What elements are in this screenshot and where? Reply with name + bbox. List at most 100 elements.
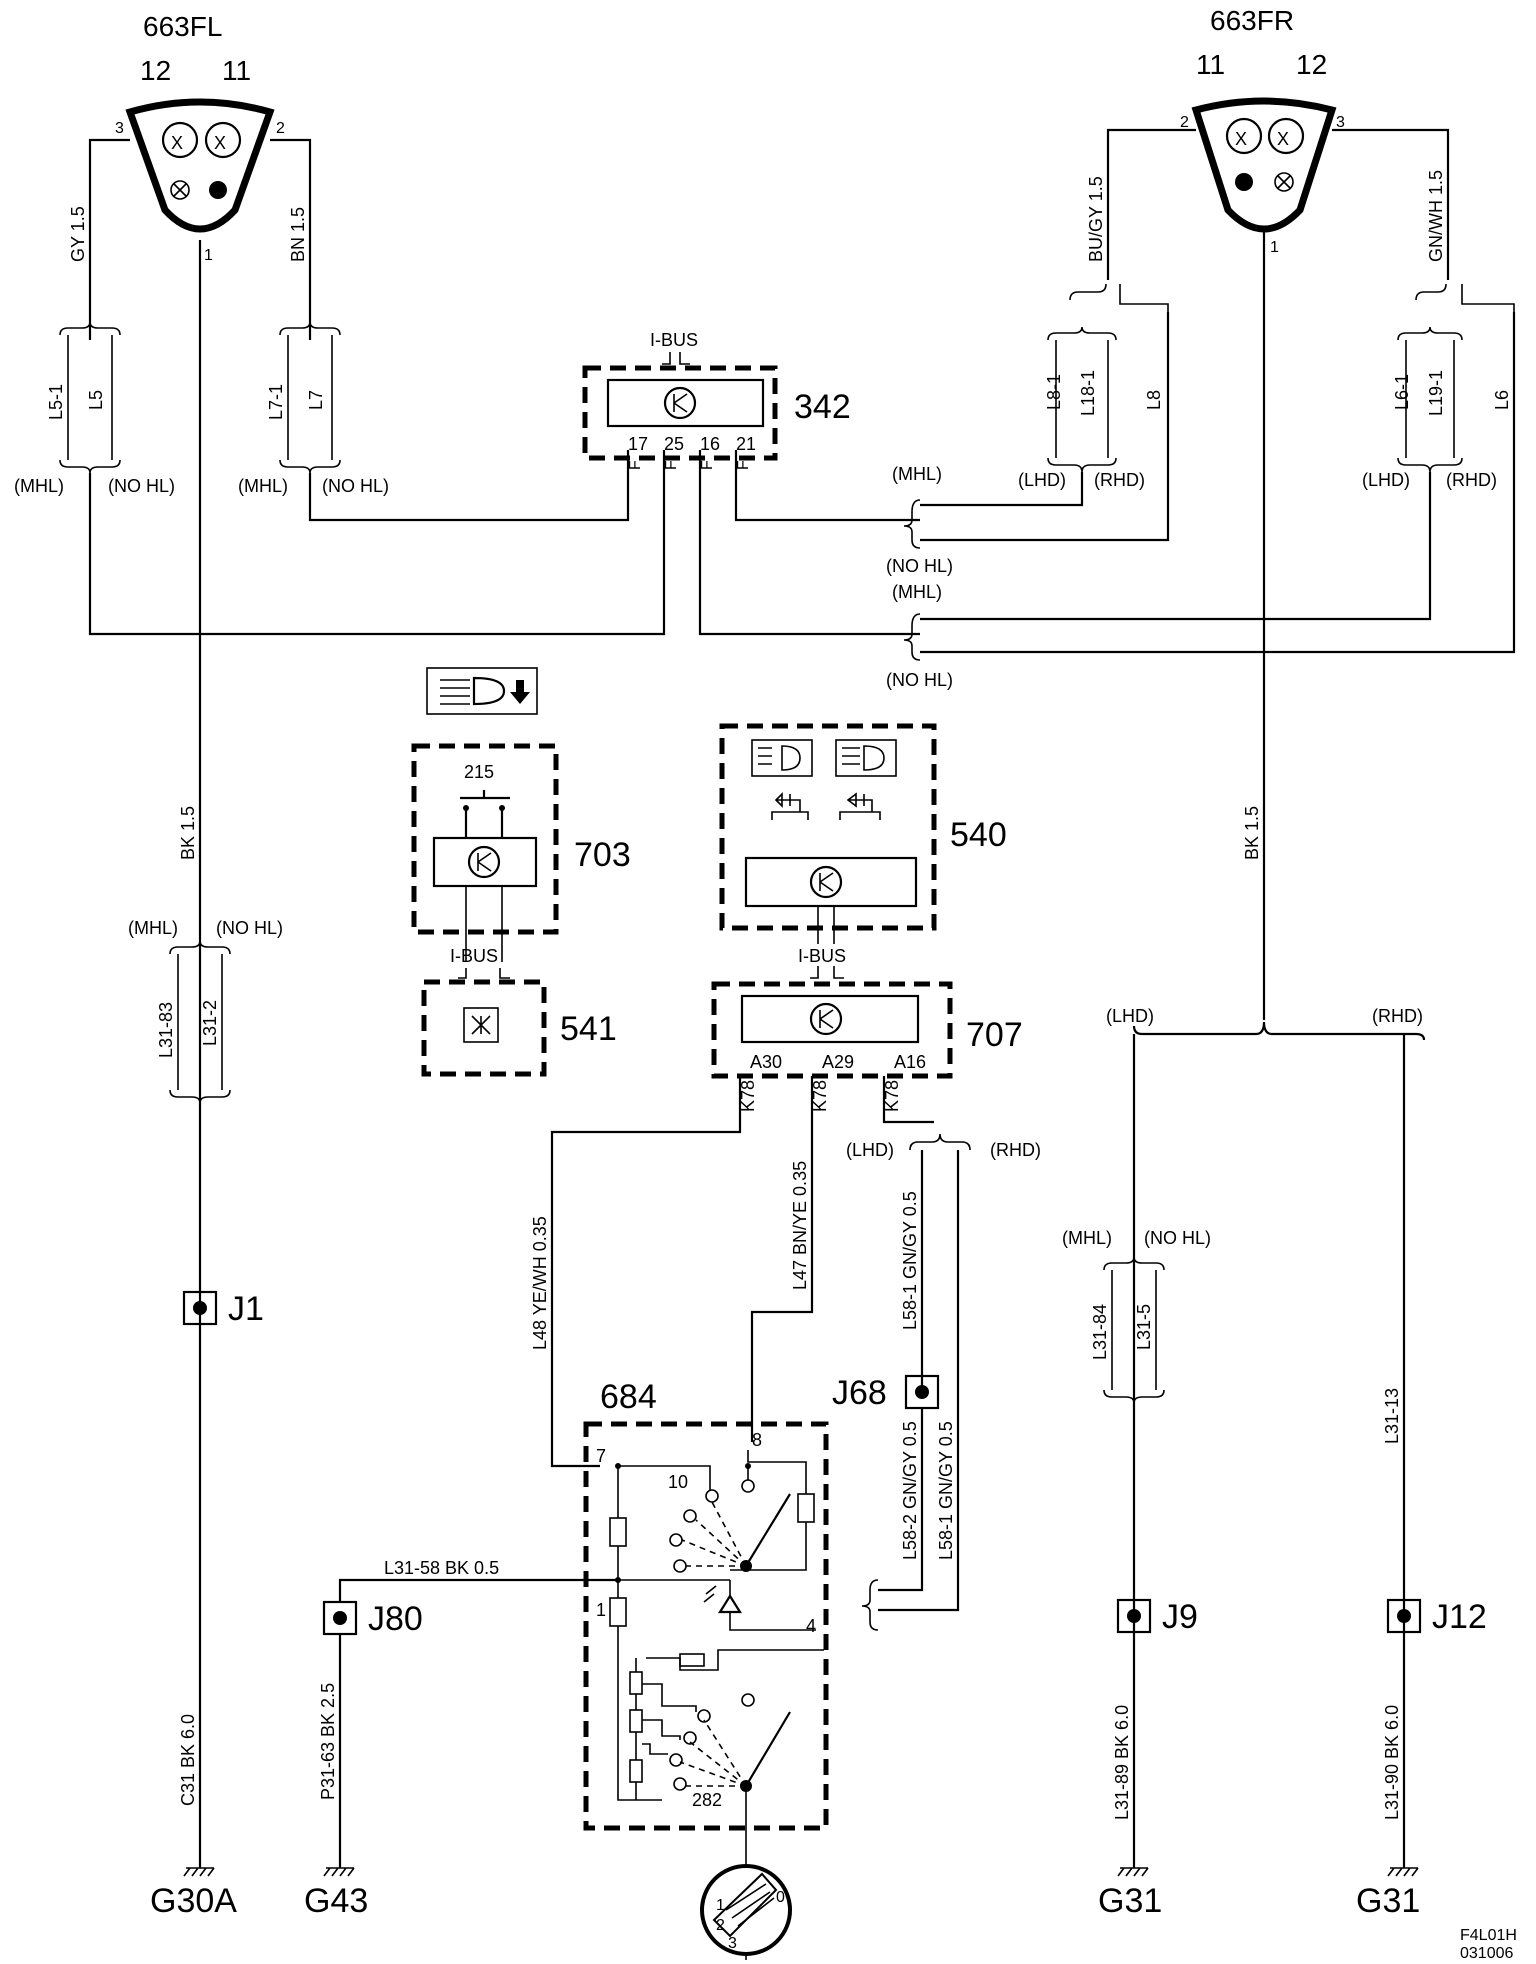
svg-text:A16: A16 <box>894 1052 926 1072</box>
svg-text:J1: J1 <box>228 1290 264 1328</box>
control-unit-342: I-BUS 342 17 25 16 21 F F F F <box>582 330 851 470</box>
svg-text:3: 3 <box>115 120 124 137</box>
transistor-icon <box>809 865 843 899</box>
wire-label: L58-1 GN/GY 0.5 <box>900 1191 920 1330</box>
svg-text:K78: K78 <box>882 1080 902 1112</box>
svg-text:(NO HL): (NO HL) <box>322 476 389 496</box>
low-beam-icon <box>751 739 813 777</box>
svg-text:J12: J12 <box>1432 1598 1487 1636</box>
svg-text:16: 16 <box>700 434 720 454</box>
svg-text:G30A: G30A <box>150 1882 237 1920</box>
wire-label: GY 1.5 <box>68 206 88 262</box>
svg-text:X: X <box>1277 129 1289 149</box>
wire-label: L47 BN/YE 0.35 <box>790 1161 810 1290</box>
wire-label: L31-89 BK 6.0 <box>1112 1705 1132 1820</box>
wire-label: L58-1 GN/GY 0.5 <box>936 1421 956 1560</box>
ground-g31: G31 <box>1356 1867 1420 1920</box>
connector-l5: L5-1 L5 (MHL) (NO HL) <box>14 321 175 496</box>
drawing-ref: F4L01H <box>1460 1927 1517 1944</box>
component-541: 541 <box>421 979 617 1077</box>
splice-j80: J80 <box>322 1600 423 1638</box>
svg-text:10: 10 <box>668 1472 688 1492</box>
svg-text:J9: J9 <box>1162 1598 1198 1636</box>
connector-l31-13: L31-13 <box>1382 1388 1402 1444</box>
connector-l8: L8-1 L18-1 L8 (LHD) (RHD) <box>1018 283 1169 490</box>
svg-text:(MHL): (MHL) <box>1062 1228 1112 1248</box>
svg-text:(LHD): (LHD) <box>1362 470 1410 490</box>
svg-text:F: F <box>735 460 752 470</box>
headlamp-right: 663FR 11 12 X X 2 3 1 <box>1180 5 1345 256</box>
svg-text:(MHL): (MHL) <box>892 464 942 484</box>
svg-text:L31-84: L31-84 <box>1090 1304 1110 1360</box>
svg-text:(NO HL): (NO HL) <box>886 670 953 690</box>
wire-label: C31 BK 6.0 <box>178 1714 198 1806</box>
svg-text:1: 1 <box>1270 239 1279 256</box>
svg-text:(MHL): (MHL) <box>892 582 942 602</box>
wire-label: GN/WH 1.5 <box>1426 170 1446 262</box>
ground-g31: G31 <box>1098 1867 1162 1920</box>
high-beam-icon <box>835 739 897 777</box>
bulb-icon <box>1267 117 1305 155</box>
svg-text:4: 4 <box>806 1616 816 1636</box>
svg-text:L5-1: L5-1 <box>46 384 66 420</box>
headlamp-left-pin-12: 12 <box>140 55 171 86</box>
bus-label: I-BUS <box>798 946 846 966</box>
bulb-icon <box>204 121 242 159</box>
svg-text:X: X <box>214 133 226 153</box>
svg-text:L18-1: L18-1 <box>1078 370 1098 416</box>
headlamp-left: 663FL 12 11 X X 3 2 1 <box>115 11 285 264</box>
svg-text:F: F <box>663 460 680 470</box>
svg-text:1: 1 <box>204 247 213 264</box>
svg-text:J68: J68 <box>832 1374 887 1412</box>
light-switch-knob-icon: 0 1 2 3 <box>700 1864 792 1956</box>
svg-text:L31-83: L31-83 <box>156 1002 176 1058</box>
svg-text:21: 21 <box>736 434 756 454</box>
connector-l31-83: (MHL) (NO HL) L31-83 L31-2 <box>128 918 283 1104</box>
splice-j12: J12 <box>1386 1598 1487 1636</box>
svg-text:2: 2 <box>1180 114 1189 131</box>
headlamp-right-pin-11: 11 <box>1196 49 1225 80</box>
headlamp-right-pin-12: 12 <box>1296 49 1327 80</box>
component-541-label: 541 <box>560 1010 617 1048</box>
svg-text:X: X <box>1235 129 1247 149</box>
ground-g43: G43 <box>304 1867 368 1920</box>
headlamp-left-label: 663FL <box>143 11 222 42</box>
svg-text:1: 1 <box>716 1897 725 1914</box>
control-unit-703-label: 703 <box>574 836 631 874</box>
svg-text:(NO HL): (NO HL) <box>886 556 953 576</box>
control-unit-342-label: 342 <box>794 388 851 426</box>
headlamp-left-pin-11: 11 <box>222 55 251 86</box>
bulb-icon <box>1235 173 1253 191</box>
svg-text:L6: L6 <box>1492 390 1512 410</box>
svg-text:0: 0 <box>776 1889 785 1906</box>
headlamp-right-label: 663FR <box>1210 5 1294 36</box>
wire-label: BK 1.5 <box>1242 806 1262 860</box>
wire-label: L31-58 BK 0.5 <box>384 1558 499 1578</box>
svg-text:(RHD): (RHD) <box>1094 470 1145 490</box>
svg-text:G43: G43 <box>304 1882 368 1920</box>
svg-text:7: 7 <box>596 1446 606 1466</box>
headlamp-range-down-icon <box>426 667 538 715</box>
control-unit-707: I-BUS 707 A30 A29 A16 K78 K78 K78 <box>711 946 1023 1112</box>
splice-j68: J68 <box>832 1374 940 1412</box>
bus-label: I-BUS <box>450 946 498 966</box>
variant-brace: (MHL) (NO HL) (MHL) (NO HL) <box>886 464 953 690</box>
svg-text:3: 3 <box>1336 114 1345 131</box>
transistor-icon <box>467 845 501 879</box>
svg-text:(RHD): (RHD) <box>990 1140 1041 1160</box>
control-unit-540-label: 540 <box>950 816 1007 854</box>
svg-text:8: 8 <box>752 1430 762 1450</box>
svg-text:L8-1: L8-1 <box>1044 374 1064 410</box>
svg-text:X: X <box>171 133 183 153</box>
control-unit-707-label: 707 <box>966 1016 1023 1054</box>
connector-l7: L7-1 L7 (MHL) (NO HL) <box>238 321 389 496</box>
wire-label: BU/GY 1.5 <box>1086 176 1106 262</box>
svg-text:L19-1: L19-1 <box>1426 370 1446 416</box>
svg-text:A30: A30 <box>750 1052 782 1072</box>
svg-text:1: 1 <box>596 1600 606 1620</box>
wire-label: L58-2 GN/GY 0.5 <box>900 1421 920 1560</box>
splice-j1: J1 <box>182 1290 264 1328</box>
svg-text:17: 17 <box>628 434 648 454</box>
bus-label: I-BUS <box>650 330 698 350</box>
